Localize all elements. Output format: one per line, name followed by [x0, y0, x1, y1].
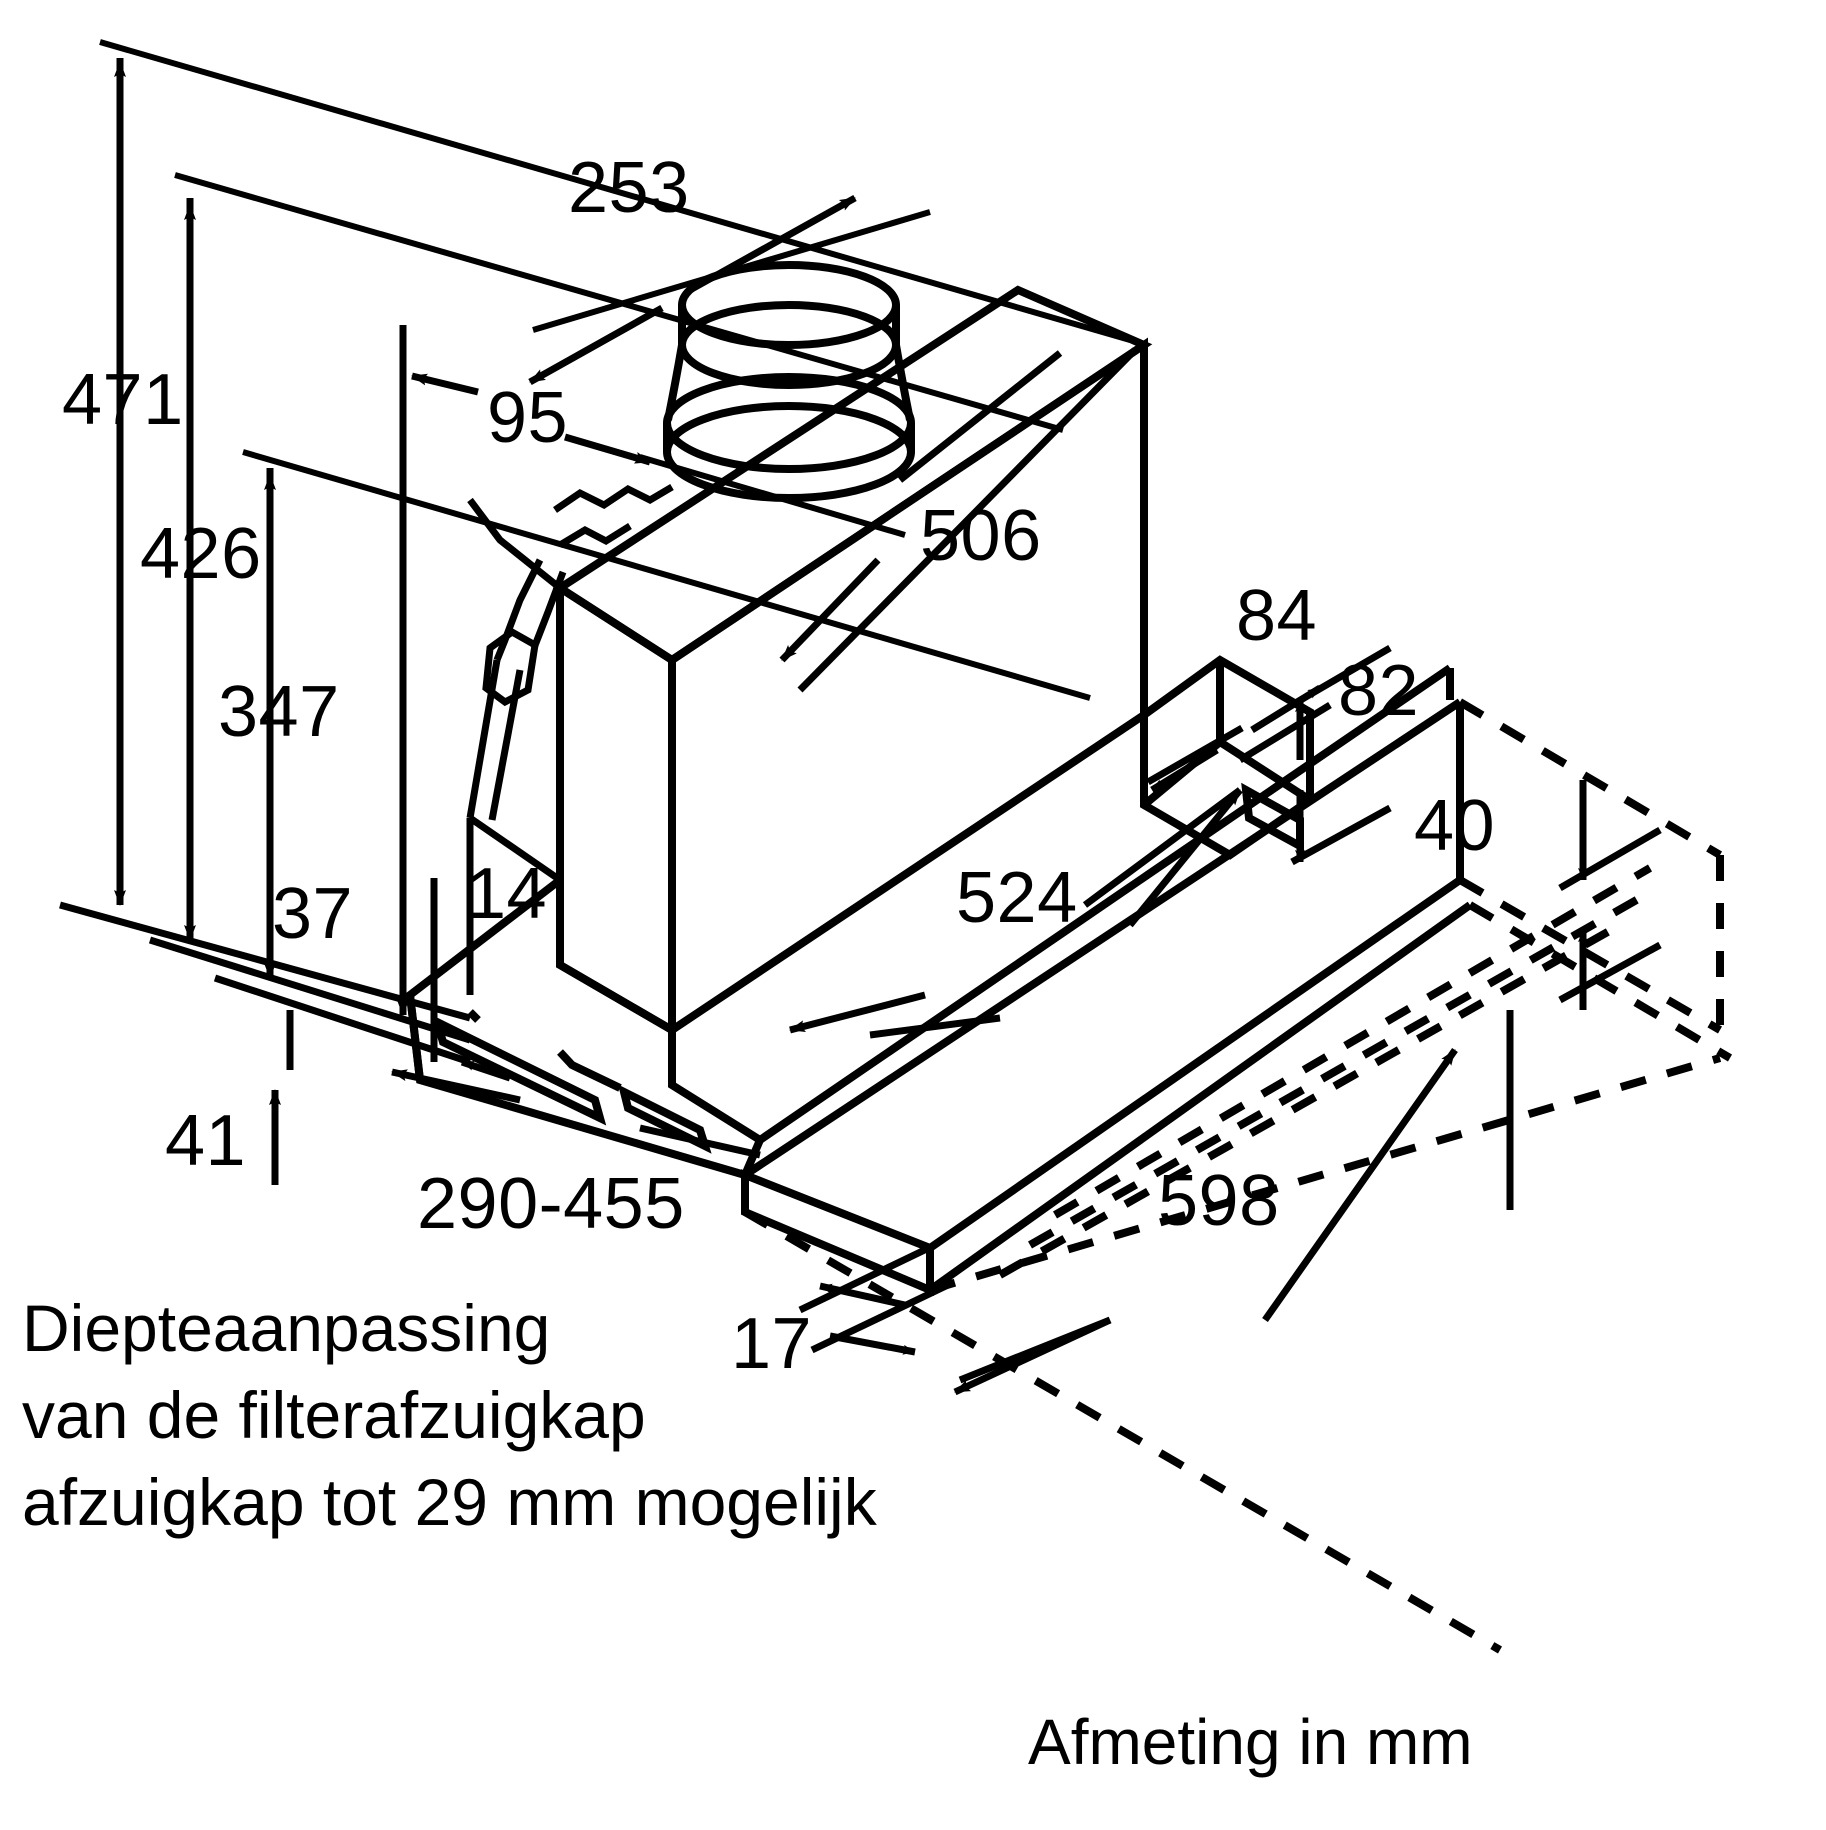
- dim-label-14: 14: [466, 854, 548, 934]
- dim-84-arrows: [1146, 685, 1332, 793]
- dim-label-40: 40: [1414, 786, 1496, 866]
- unit-note: Afmeting in mm: [1028, 1706, 1473, 1778]
- dim-label-471: 471: [62, 360, 184, 440]
- caption-line-3: afzuigkap tot 29 mm mogelijk: [22, 1465, 877, 1539]
- dim-label-37: 37: [272, 874, 354, 954]
- dim-17-arrows: [798, 1241, 950, 1356]
- dim-506-arrows: [779, 347, 1138, 693]
- caption-line-1: Diepteaanpassing: [22, 1291, 551, 1365]
- pull-out-panel: [405, 871, 766, 1180]
- extended-position-ghost: [742, 698, 1733, 1654]
- dim-label-95: 95: [487, 378, 569, 458]
- dim-label-347: 347: [218, 672, 340, 752]
- dim-40-arrows: [1558, 780, 1662, 1010]
- caption-line-2: van de filterafzuigkap: [22, 1378, 646, 1452]
- dim-label-84: 84: [1236, 576, 1318, 656]
- hood-body-outline: [59, 39, 1733, 1654]
- dim-label-426: 426: [140, 514, 262, 594]
- bottom-extension-lines: [59, 901, 472, 1066]
- dim-label-598: 598: [1158, 1161, 1280, 1241]
- dim-label-253: 253: [568, 148, 690, 228]
- projection-lines: [99, 39, 1131, 701]
- dim-524-arrows: [789, 787, 1243, 1039]
- air-outlet-duct: [663, 261, 915, 502]
- dim-label-524: 524: [956, 858, 1078, 938]
- dim-290-455-arrows: [391, 1068, 761, 1159]
- dim-label-82: 82: [1338, 651, 1420, 731]
- dim-14-arrows: [460, 1058, 512, 1082]
- dim-label-17: 17: [731, 1304, 813, 1384]
- side-support-bracket: [1140, 655, 1314, 860]
- dim-label-41: 41: [165, 1101, 247, 1181]
- dim-label-506: 506: [920, 496, 1042, 576]
- dim-label-290-455: 290-455: [417, 1164, 685, 1244]
- dim-82-arrows: [1290, 644, 1392, 866]
- dim-41-arrows: [269, 1010, 294, 1185]
- dim-95-arrows: [411, 372, 651, 466]
- filter-clip-detail: [466, 483, 674, 995]
- dim-598-arrows: [953, 1010, 1514, 1396]
- mounting-rail: [741, 664, 1473, 1297]
